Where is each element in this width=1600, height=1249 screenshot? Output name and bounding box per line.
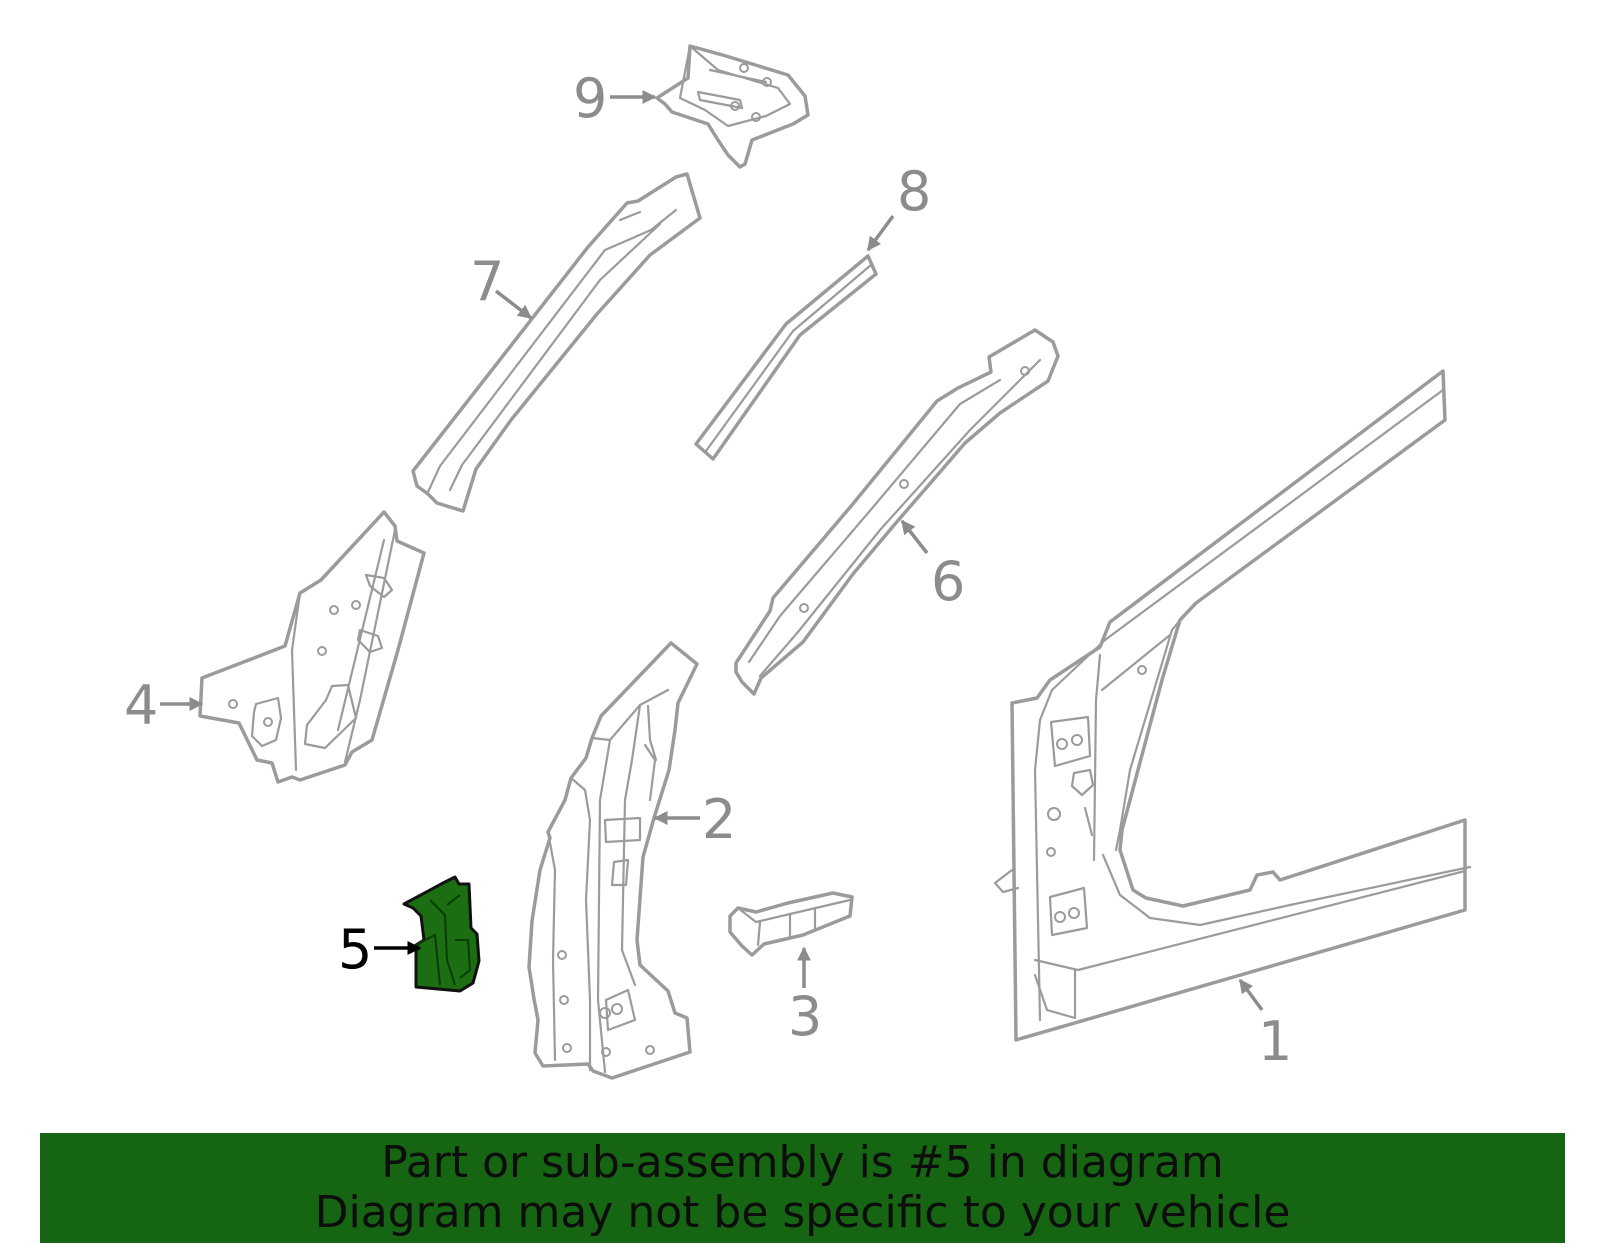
part-7-drawing[interactable] <box>411 172 702 513</box>
arrow-6 <box>900 519 929 555</box>
callout-5[interactable]: 5 <box>338 918 372 981</box>
part-4-drawing[interactable] <box>198 510 426 784</box>
callout-6[interactable]: 6 <box>931 550 965 613</box>
part-9-drawing[interactable] <box>655 44 810 169</box>
callout-8[interactable]: 8 <box>897 160 931 223</box>
info-banner: Part or sub-assembly is #5 in diagram Di… <box>40 1133 1565 1243</box>
callout-1[interactable]: 1 <box>1258 1010 1292 1073</box>
part-8-drawing[interactable] <box>694 254 878 461</box>
banner-line-1: Part or sub-assembly is #5 in diagram <box>381 1137 1224 1188</box>
callout-3[interactable]: 3 <box>788 985 822 1048</box>
part-6-drawing[interactable] <box>734 328 1060 696</box>
banner-line-2: Diagram may not be specific to your vehi… <box>314 1187 1291 1238</box>
part-1-drawing[interactable] <box>993 369 1472 1042</box>
arrow-8 <box>866 214 895 252</box>
callout-4[interactable]: 4 <box>124 674 158 737</box>
callout-9[interactable]: 9 <box>573 67 607 130</box>
part-3-drawing[interactable] <box>728 891 854 957</box>
arrow-7 <box>494 289 533 320</box>
arrow-1 <box>1238 978 1264 1012</box>
callout-2[interactable]: 2 <box>702 788 736 851</box>
callout-7[interactable]: 7 <box>470 250 504 313</box>
part-2-drawing[interactable] <box>527 641 699 1080</box>
part-5-drawing[interactable] <box>402 875 481 993</box>
